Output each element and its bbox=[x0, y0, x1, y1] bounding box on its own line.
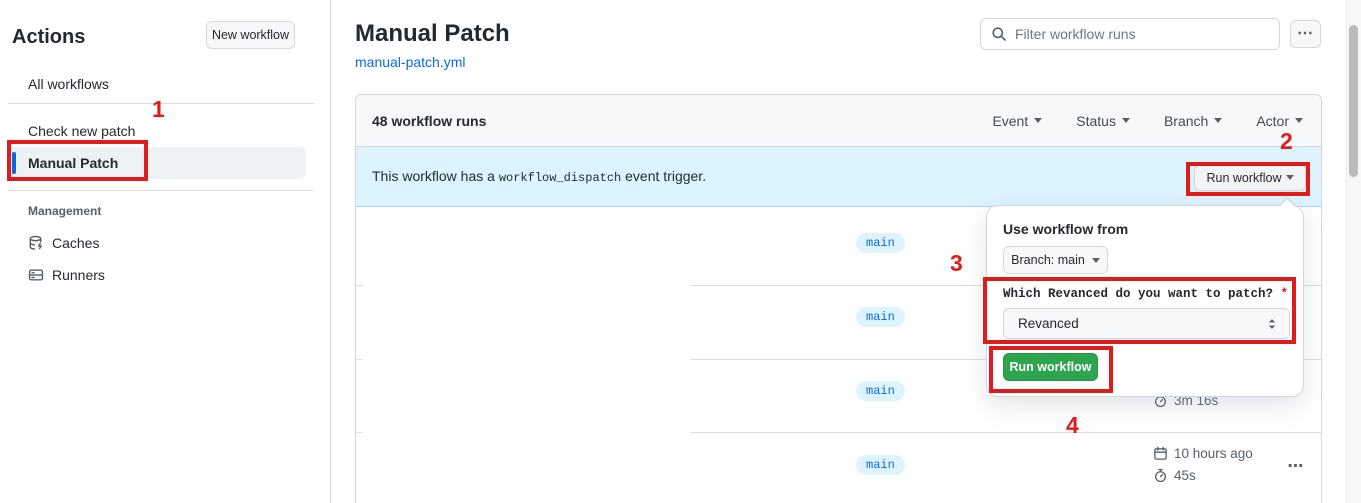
runs-filter-bar: Event Status Branch Actor bbox=[992, 113, 1303, 129]
sidebar-title: Actions bbox=[12, 26, 86, 48]
page-title: Manual Patch bbox=[355, 20, 510, 47]
cache-icon bbox=[29, 235, 42, 250]
chevron-down-icon bbox=[1091, 257, 1100, 263]
sidebar-item-runners[interactable]: Runners bbox=[20, 261, 306, 289]
sidebar-item-caches[interactable]: Caches bbox=[20, 229, 306, 257]
panel-caret bbox=[1278, 197, 1296, 207]
annotation-number-3: 3 bbox=[950, 250, 963, 276]
branch-badge[interactable]: main bbox=[856, 455, 905, 475]
sidebar-item-label: Caches bbox=[52, 235, 100, 251]
filter-status-dropdown[interactable]: Status bbox=[1076, 113, 1130, 129]
runners-icon bbox=[28, 269, 44, 281]
chevron-down-icon bbox=[1214, 118, 1223, 123]
branch-badge[interactable]: main bbox=[856, 307, 905, 327]
annotation-number-2: 2 bbox=[1280, 128, 1293, 154]
panel-heading: Use workflow from bbox=[1003, 221, 1129, 237]
sidebar-item-all-workflows[interactable]: All workflows bbox=[28, 76, 109, 92]
selected-accent-bar bbox=[12, 152, 16, 174]
select-updown-icon bbox=[1268, 318, 1276, 329]
chevron-down-icon bbox=[1034, 118, 1043, 123]
run-start-time: 10 hours ago bbox=[1153, 446, 1253, 461]
chevron-down-icon bbox=[1285, 175, 1294, 180]
annotation-number-1: 1 bbox=[152, 96, 165, 122]
calendar-icon bbox=[1154, 446, 1167, 460]
filter-actor-dropdown[interactable]: Actor bbox=[1256, 113, 1303, 129]
annotation-number-4: 4 bbox=[1066, 412, 1079, 438]
branch-badge[interactable]: main bbox=[856, 381, 905, 401]
run-workflow-panel: Use workflow from Branch: main Which Rev… bbox=[986, 197, 1304, 397]
workflow-runs-count: 48 workflow runs bbox=[372, 112, 487, 129]
stopwatch-icon bbox=[1154, 468, 1167, 483]
search-icon bbox=[992, 27, 1006, 41]
banner-text: This workflow has a workflow_dispatch ev… bbox=[372, 168, 707, 185]
branch-select-button[interactable]: Branch: main bbox=[1003, 246, 1108, 274]
runs-table-header: 48 workflow runs Event Status Branch Act… bbox=[356, 95, 1321, 147]
required-asterisk: * bbox=[1273, 287, 1289, 301]
kebab-icon: ⋯ bbox=[1297, 25, 1314, 42]
workflow-run-row[interactable]: main 10 hours ago 45s ⋯ bbox=[356, 432, 1321, 503]
revanced-select[interactable]: Revanced bbox=[1003, 308, 1290, 339]
filter-runs-input[interactable] bbox=[1015, 26, 1269, 42]
filter-runs-searchbox[interactable] bbox=[980, 18, 1280, 50]
run-duration: 45s bbox=[1153, 468, 1196, 483]
sidebar-item-label: Manual Patch bbox=[28, 155, 119, 171]
chevron-down-icon bbox=[1295, 118, 1303, 123]
sidebar-item-label: Runners bbox=[52, 267, 105, 283]
run-options-kebab-button[interactable]: ⋯ bbox=[1287, 458, 1305, 475]
new-workflow-button[interactable]: New workflow bbox=[206, 21, 295, 49]
run-workflow-submit-button[interactable]: Run workflow bbox=[1003, 353, 1098, 381]
actions-sidebar: Actions New workflow All workflows Check… bbox=[0, 0, 331, 503]
chevron-down-icon bbox=[1121, 118, 1130, 123]
workflow-options-kebab-button[interactable]: ⋯ bbox=[1290, 20, 1321, 48]
management-section-header: Management bbox=[28, 204, 102, 218]
event-trigger-code: workflow_dispatch bbox=[498, 171, 622, 185]
sidebar-item-check-new-patch[interactable]: Check new patch bbox=[28, 123, 136, 139]
sidebar-divider bbox=[8, 190, 314, 191]
scrollbar-thumb[interactable] bbox=[1349, 25, 1358, 177]
run-workflow-dropdown-button[interactable]: Run workflow bbox=[1194, 164, 1306, 191]
filter-event-dropdown[interactable]: Event bbox=[992, 113, 1043, 129]
sidebar-divider bbox=[8, 103, 314, 104]
sidebar-item-manual-patch[interactable]: Manual Patch bbox=[8, 147, 306, 179]
filter-branch-dropdown[interactable]: Branch bbox=[1164, 113, 1223, 129]
branch-badge[interactable]: main bbox=[856, 233, 905, 253]
workflow-dispatch-banner: This workflow has a workflow_dispatch ev… bbox=[356, 147, 1321, 207]
workflow-input-label: Which Revanced do you want to patch? * bbox=[1003, 287, 1289, 301]
workflow-file-link[interactable]: manual-patch.yml bbox=[355, 54, 466, 70]
